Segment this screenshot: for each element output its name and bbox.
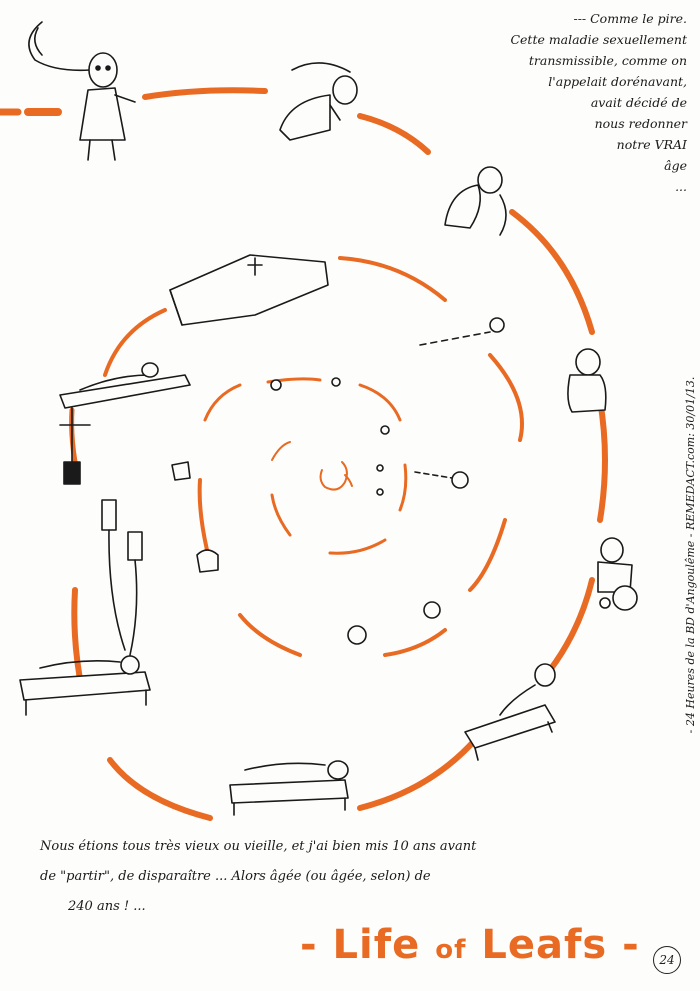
- figure-coffin: [169, 254, 329, 326]
- figures: [19, 21, 638, 816]
- narration-top-line: --- Comme le pire.: [573, 11, 687, 26]
- figure-reclining: [464, 663, 556, 761]
- narration-top-line: ...: [675, 179, 687, 194]
- side-credit: - 24 Heures de la BD d'Angoulême - REMED…: [684, 376, 697, 734]
- title: - Life of Leafs -: [300, 922, 639, 968]
- narration-bottom-line-2: de "partir", de disparaître ... Alors âg…: [40, 869, 431, 884]
- narration-top: --- Comme le pire. Cette maladie sexuell…: [455, 8, 687, 197]
- narration-top-line: nous redonner: [594, 116, 687, 131]
- figure-middle-aged: [279, 62, 358, 141]
- narration-top-line: âge: [664, 158, 687, 173]
- figure-elder-cane: [444, 166, 507, 236]
- figure-elder-seated: [567, 348, 607, 413]
- narration-top-line: notre VRAI: [616, 137, 687, 152]
- spiral: [0, 87, 608, 821]
- page-number: 24: [653, 946, 681, 974]
- narration-top-line: avait décidé de: [590, 95, 687, 110]
- title-word-of: of: [435, 935, 467, 965]
- figure-young-woman: [28, 21, 136, 161]
- title-dash-left: -: [300, 922, 318, 968]
- narration-bottom-line-1: Nous étions tous très vieux ou vieille, …: [40, 839, 477, 854]
- title-dash-right: -: [622, 922, 640, 968]
- figure-wheelchair: [597, 537, 638, 611]
- figure-bed-bottom: [229, 760, 349, 816]
- narration-top-line: transmissible, comme on: [528, 53, 687, 68]
- narration-top-line: l'appelait dorénavant,: [548, 74, 687, 89]
- narration-top-line: Cette maladie sexuellement: [510, 32, 687, 47]
- title-word-leafs: Leafs: [481, 922, 608, 968]
- figure-morgue: [59, 362, 191, 485]
- narration-bottom-line-3: 240 ans ! ...: [68, 899, 146, 914]
- title-word-life: Life: [332, 922, 421, 968]
- figure-skulls: [171, 317, 505, 645]
- narration-bottom: Nous étions tous très vieux ou vieille, …: [40, 832, 650, 922]
- figure-hospital-bed: [19, 499, 151, 716]
